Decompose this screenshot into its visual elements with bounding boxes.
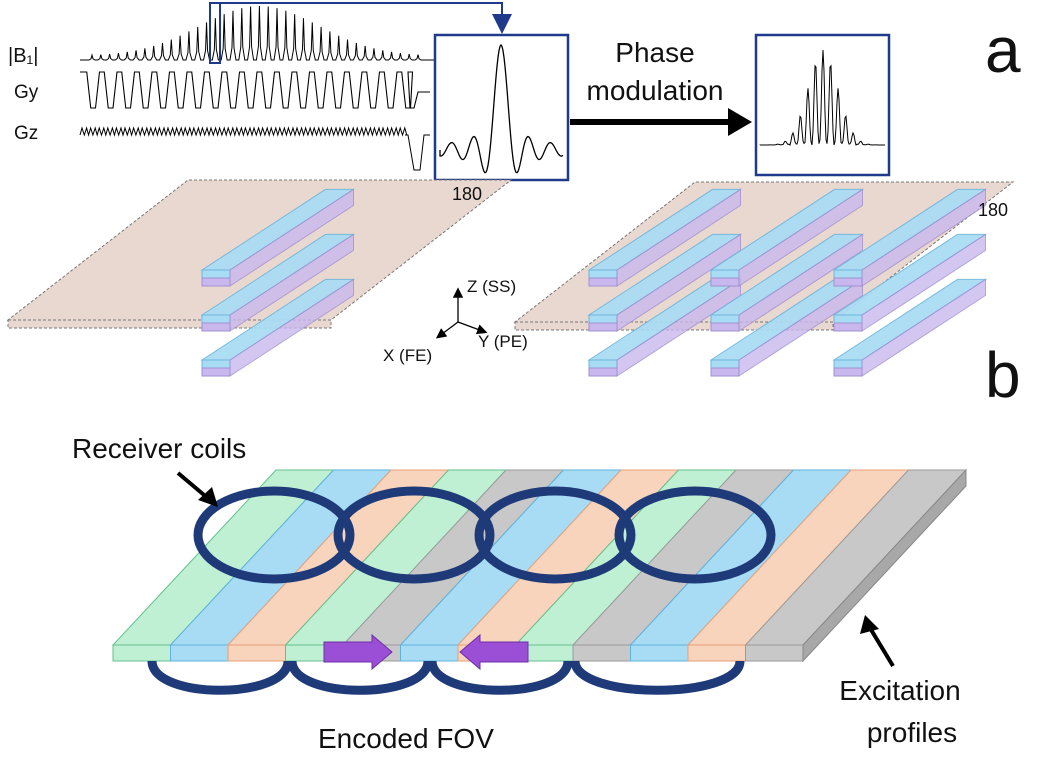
gz-label: Gz — [14, 123, 38, 144]
right-slab-col1-lower-front — [588, 359, 618, 369]
fov-arrow-left — [459, 633, 529, 671]
panel-a-letter: a — [985, 14, 1021, 86]
right-slab-col3-lower-side — [861, 278, 986, 377]
left-slab-middle-front-lower — [201, 322, 231, 332]
right-slab-col2-middle-front — [710, 314, 740, 324]
fov-arrow-right — [323, 633, 393, 671]
angle-right-label: 180 — [978, 200, 1008, 220]
right-slab-col2-middle-side — [738, 233, 863, 332]
axis-x-label: X (FE) — [383, 346, 432, 365]
phase-modulation-arrowhead — [728, 108, 752, 136]
receiver-coil-top — [193, 486, 776, 584]
subpulse-connector-arrow — [220, 2, 512, 34]
right-slab-col2-lower-front — [710, 359, 740, 369]
subpulse-selection-box — [209, 2, 221, 64]
modulation-label: modulation — [587, 75, 724, 106]
left-slab-middle-side — [229, 233, 354, 332]
right-slab-col3-lower-front — [833, 359, 863, 369]
stripe-12-front — [745, 644, 804, 662]
right-slab-col1-middle-front-lower — [588, 322, 618, 332]
stripe-10-front — [630, 644, 689, 662]
stripe-6-front — [400, 644, 459, 662]
right-slab-col2-middle-front-lower — [710, 322, 740, 332]
multiband-profile-curve — [759, 49, 886, 146]
right-slab-col2-upper-front-lower — [710, 277, 740, 287]
phase-label: Phase — [615, 37, 694, 68]
coil-bottom-4 — [570, 659, 745, 695]
left-slab-upper-front — [201, 269, 231, 279]
coil-top-3 — [474, 486, 636, 584]
panel-b: b Receiver coils Encoded FOV Excitation … — [72, 339, 1021, 754]
axis-y-label: Y (PE) — [478, 332, 528, 351]
b1-rf-waveform — [80, 5, 435, 61]
right-slab-col2-lower-front-lower — [710, 367, 740, 377]
axis-z-label: Z (SS) — [467, 277, 516, 296]
right-slab-col1-lower-front-lower — [588, 367, 618, 377]
left-slab-upper-side — [229, 188, 354, 287]
receiver-coils-label: Receiver coils — [72, 433, 246, 464]
b1-label: |B₁| — [8, 45, 38, 67]
excitation-label: Excitation — [839, 675, 960, 706]
x-axis — [435, 321, 459, 339]
right-slab-col2-upper-side — [738, 188, 863, 287]
subpulse-profile-box — [433, 33, 570, 182]
profiles-label: profiles — [867, 717, 957, 748]
right-slab-col3-lower-front-lower — [833, 367, 863, 377]
gy-label: Gy — [14, 82, 39, 103]
right-slab-col3-middle-front-lower — [833, 322, 863, 332]
left-slab-middle-front — [201, 314, 231, 324]
left-slab-lower-front-lower — [201, 367, 231, 377]
right-slab-col3-upper-front-lower — [833, 277, 863, 287]
right-slab-col2-lower-side — [738, 278, 863, 377]
panel-b-letter: b — [985, 339, 1021, 411]
single-slice-profile-curve — [439, 43, 564, 174]
receiver-coil-bottom — [147, 659, 745, 695]
stripe-end-side — [802, 468, 967, 663]
right-slab-col1-upper-front — [588, 269, 618, 279]
multiband-slab-stack — [513, 181, 1015, 377]
right-slab-col2-upper-front — [710, 269, 740, 279]
right-slab-col1-upper-side — [616, 188, 741, 287]
axes-triad: Z (SS) Y (PE) X (FE) — [383, 277, 528, 365]
single-band-slab-stack — [6, 179, 513, 377]
angle-left-label: 180 — [452, 184, 482, 204]
left-slab-upper-front-lower — [201, 277, 231, 287]
stripe-2-front — [170, 644, 229, 662]
coil-top-2 — [333, 486, 495, 584]
stripe-1-front — [112, 644, 171, 662]
coil-bottom-2 — [287, 660, 433, 695]
right-slab-col1-upper-front-lower — [588, 277, 618, 287]
stripe-9-front — [572, 644, 631, 662]
stripe-3-front — [227, 644, 286, 662]
encoded-fov-label: Encoded FOV — [318, 723, 494, 754]
left-slab-lower-side — [229, 278, 354, 377]
left-slab-lower-front — [201, 359, 231, 369]
excitation-pointer-head — [860, 615, 879, 634]
coil-bottom-1 — [147, 660, 293, 695]
excitation-pointer — [868, 626, 895, 668]
right-slab-col3-middle-front — [833, 314, 863, 324]
right-slab-col1-middle-front — [588, 314, 618, 324]
coil-bottom-3 — [427, 660, 573, 695]
gy-gradient-waveform — [80, 71, 430, 109]
y-axis — [457, 321, 488, 335]
panel-a: a |B₁| Gy Gz Phase modulation 180 180 — [6, 2, 1021, 377]
stripe-11-front — [687, 644, 746, 662]
right-slab-col3-middle-side — [861, 233, 986, 332]
receiver-pointer-head — [198, 487, 218, 507]
coil-top-1 — [193, 486, 355, 584]
gz-gradient-waveform — [79, 126, 430, 171]
coil-top-4 — [614, 486, 776, 584]
right-slab-col3-upper-front — [833, 269, 863, 279]
right-slab-col3-upper-side — [861, 188, 986, 287]
